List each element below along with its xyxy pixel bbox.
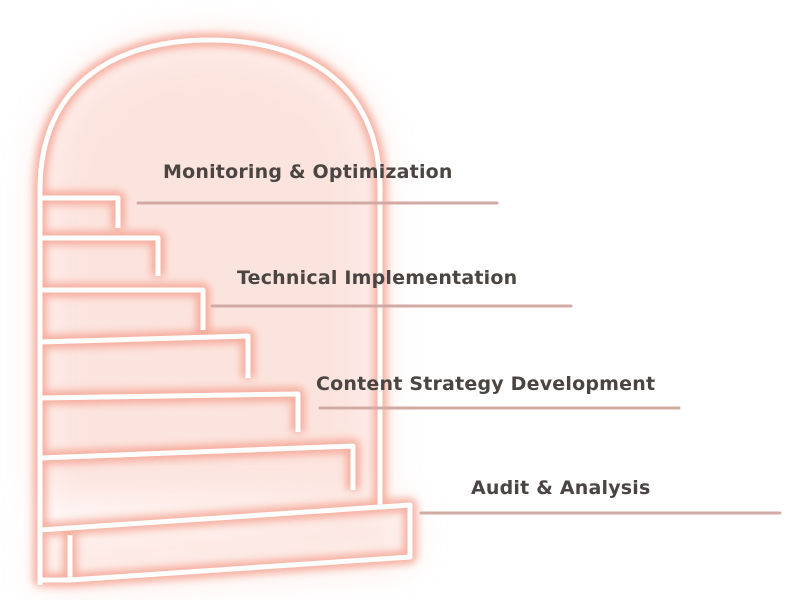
step-label-monitoring: Monitoring & Optimization (163, 161, 453, 183)
stair-step-3 (39, 391, 301, 432)
stair-step-5 (40, 287, 206, 330)
arch-outline (37, 37, 383, 505)
step-label-technical: Technical Implementation (237, 267, 518, 289)
step-label-content-strategy: Content Strategy Development (316, 373, 656, 395)
stair-step-7 (40, 195, 121, 228)
stair-step-6 (40, 235, 161, 276)
step-label-audit: Audit & Analysis (471, 477, 651, 499)
stair-base-slab (39, 502, 413, 583)
stair-step-4 (39, 333, 251, 378)
stair-step-2 (39, 443, 356, 490)
